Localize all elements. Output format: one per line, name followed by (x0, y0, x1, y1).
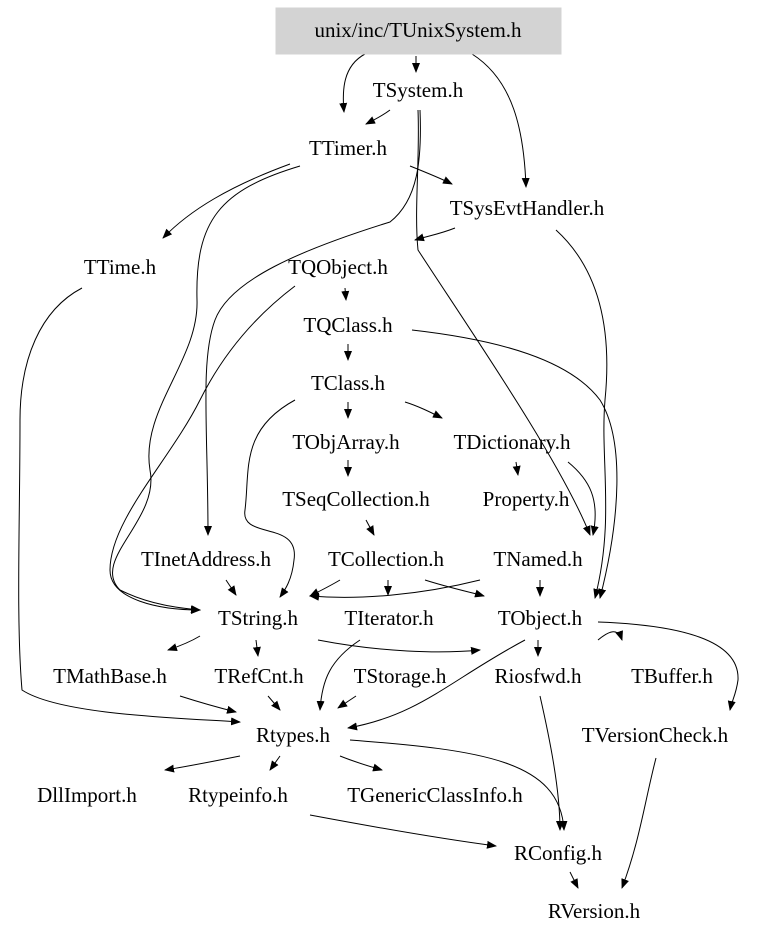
node-tobjarray[interactable]: TObjArray.h (292, 430, 400, 454)
node-tbuffer[interactable]: TBuffer.h (631, 664, 713, 688)
edge-tstring-to-riosfwd (317, 639, 481, 655)
node-tobject[interactable]: TObject.h (498, 606, 583, 630)
edge-rtypeinfo-to-rconfig (309, 814, 497, 849)
edge-tsystem-to-ttimer (365, 109, 391, 125)
edge-tqclass-to-tobject (411, 329, 618, 599)
edge-tclass-to-tdictionary (404, 401, 443, 419)
node-tstorage[interactable]: TStorage.h (354, 664, 447, 688)
edge-rtypes-to-dllimport (164, 755, 241, 773)
node-tclass[interactable]: TClass.h (311, 371, 386, 395)
edge-tobject-to-tbuffer (597, 630, 623, 641)
node-rconfig[interactable]: RConfig.h (514, 841, 603, 865)
edge-tobject-to-tversioncheck (597, 621, 739, 711)
edge-tinetaddress-to-tstring (225, 579, 237, 596)
node-tdictionary[interactable]: TDictionary.h (453, 430, 571, 454)
node-property[interactable]: Property.h (483, 487, 570, 511)
node-tsysevthandler[interactable]: TSysEvtHandler.h (450, 196, 605, 220)
node-tsystem[interactable]: TSystem.h (373, 78, 464, 102)
root-node-highlight (275, 7, 562, 55)
node-tqclass[interactable]: TQClass.h (303, 313, 393, 337)
edge-titerator-to-rtypes (316, 639, 361, 711)
node-rversion[interactable]: RVersion.h (548, 899, 641, 923)
edge-ttime-to-rtypes (18, 287, 241, 726)
edge-tqobject-to-tstring (109, 285, 296, 614)
edge-tsysevthandler-to-tqobject (414, 227, 456, 242)
edge-tobject-to-rtypes (347, 639, 526, 731)
edge-rtypes-to-rtypeinfo (269, 755, 281, 771)
edge-tclass-to-tstring (244, 399, 296, 598)
edge-trefcnt-to-rtypes (267, 695, 281, 711)
node-rtypeinfo[interactable]: Rtypeinfo.h (188, 783, 288, 807)
node-ttime[interactable]: TTime.h (84, 255, 157, 279)
edge-tsystem-to-tinetaddress (203, 109, 421, 536)
edge-ttimer-to-ttime (162, 163, 291, 239)
edge-ttimer-to-tstring (112, 165, 301, 614)
edge-tsysevthandler-to-tobject (555, 229, 608, 599)
edge-tversioncheck-to-rversion (621, 757, 657, 889)
edge-root-to-tsysevthandler (471, 53, 530, 188)
node-tseqcollection[interactable]: TSeqCollection.h (282, 487, 430, 511)
node-rtypes[interactable]: Rtypes.h (256, 723, 331, 747)
node-root[interactable]: unix/inc/TUnixSystem.h (314, 18, 522, 42)
node-trefcnt[interactable]: TRefCnt.h (214, 664, 304, 688)
edge-rtypes-to-tgenericclassinfo (339, 755, 383, 772)
node-tversioncheck[interactable]: TVersionCheck.h (582, 723, 729, 747)
node-dllimport[interactable]: DllImport.h (37, 783, 137, 807)
node-tstring[interactable]: TString.h (218, 606, 298, 630)
edge-tsystem-to-tnamed (416, 109, 591, 536)
edge-tqobject-to-tqclass (341, 287, 350, 301)
edge-tstring-to-tmathbase (167, 635, 201, 651)
node-tnamed[interactable]: TNamed.h (493, 547, 583, 571)
edge-tmathbase-to-rtypes (179, 695, 237, 714)
edges-layer (18, 53, 739, 889)
node-tqobject[interactable]: TQObject.h (288, 255, 388, 279)
edge-tstorage-to-rtypes (337, 695, 357, 709)
node-ttimer[interactable]: TTimer.h (309, 136, 387, 160)
edge-tstring-to-trefcnt (252, 639, 261, 657)
node-tgenericclassinfo[interactable]: TGenericClassInfo.h (347, 783, 523, 807)
edge-ttimer-to-tsysevthandler (409, 165, 453, 185)
edge-rtypes-to-rconfig (349, 739, 568, 831)
edge-riosfwd-to-rconfig (539, 695, 564, 831)
node-riosfwd[interactable]: Riosfwd.h (495, 664, 582, 688)
node-titerator[interactable]: TIterator.h (344, 606, 434, 630)
edge-root-to-ttimer (339, 53, 366, 113)
edge-tnamed-to-tstring (309, 579, 481, 601)
edge-tseqcollection-to-tcollection (365, 519, 375, 536)
edge-tcollection-to-tstring (309, 579, 341, 597)
edge-tdictionary-to-tnamed (567, 461, 599, 536)
edge-tcollection-to-tobject (424, 579, 485, 598)
nodes-layer: unix/inc/TUnixSystem.h TSystem.h TTimer.… (37, 18, 729, 923)
node-tmathbase[interactable]: TMathBase.h (53, 664, 167, 688)
edge-rconfig-to-rversion (569, 871, 579, 889)
edge-tdictionary-to-property (512, 461, 521, 476)
node-tcollection[interactable]: TCollection.h (328, 547, 445, 571)
node-tinetaddress[interactable]: TInetAddress.h (141, 547, 272, 571)
